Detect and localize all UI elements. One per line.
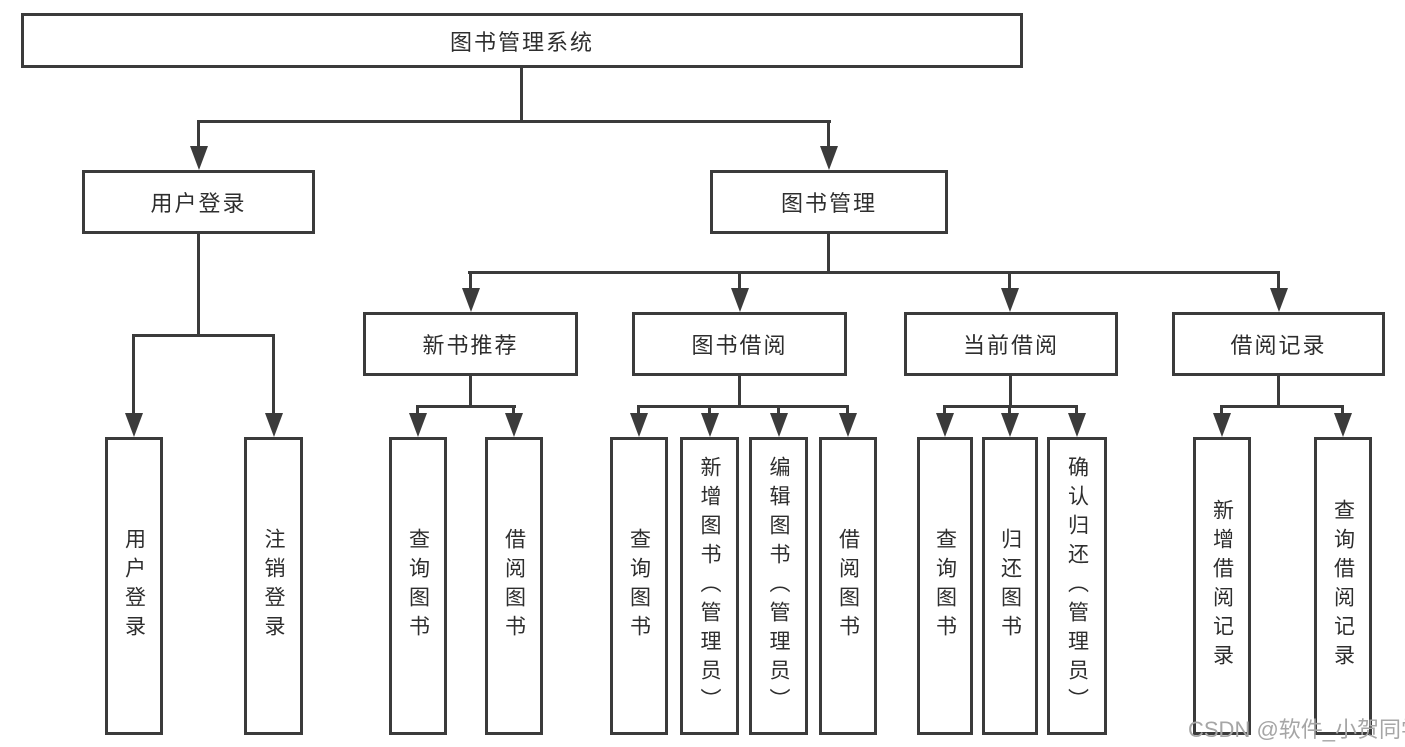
arrowhead-down-icon (190, 146, 208, 170)
connector-book-borrowing-branch (637, 405, 849, 408)
node-label: 新书推荐 (422, 333, 519, 358)
arrowhead-down-icon (731, 288, 749, 312)
node-label: 图书借阅 (691, 333, 788, 358)
leaf-borrow-books-recommend: 借阅图书 (485, 437, 543, 735)
leaf-logout: 注销登录 (244, 437, 303, 735)
arrowhead-down-icon (1001, 288, 1019, 312)
node-borrowing-records: 借阅记录 (1172, 312, 1385, 376)
leaf-label: 查询图书 (933, 528, 957, 644)
leaf-label: 新增图书（管理员） (698, 455, 721, 717)
arrowhead-down-icon (462, 288, 480, 312)
connector-arrow-stem (1277, 271, 1280, 292)
connector-arrow-stem (708, 405, 711, 417)
node-label: 当前借阅 (962, 333, 1059, 358)
connector-arrow-stem (846, 405, 849, 417)
leaf-return-books: 归还图书 (982, 437, 1038, 735)
arrowhead-down-icon (125, 413, 143, 437)
leaf-label: 借阅图书 (502, 528, 526, 644)
leaf-user-login: 用户登录 (105, 437, 163, 735)
connector-arrow-stem (1008, 405, 1011, 417)
node-label: 图书管理 (780, 191, 877, 216)
leaf-label: 查询图书 (406, 528, 430, 644)
leaf-edit-books-admin: 编辑图书（管理员） (749, 437, 808, 735)
connector-arrow-stem (738, 271, 741, 292)
connector-current-borrowing-stub (1009, 374, 1012, 408)
arrowhead-down-icon (701, 413, 719, 437)
connector-arrow-stem (1008, 271, 1011, 292)
arrowhead-down-icon (265, 413, 283, 437)
connector-root-stub (520, 68, 523, 123)
leaf-query-books-borrowing: 查询图书 (610, 437, 668, 735)
arrowhead-down-icon (1213, 413, 1231, 437)
arrowhead-down-icon (630, 413, 648, 437)
connector-new-books-stub (469, 374, 472, 408)
arrowhead-down-icon (1068, 413, 1086, 437)
leaf-query-books-recommend: 查询图书 (389, 437, 447, 735)
leaf-borrow-books-borrowing: 借阅图书 (819, 437, 877, 735)
connector-book-borrowing-stub (738, 374, 741, 408)
leaf-label: 用户登录 (122, 528, 146, 644)
connector-user-login-branch (132, 334, 275, 337)
connector-arrow-stem (1075, 405, 1078, 417)
connector-arrow-stem (512, 405, 515, 417)
connector-arrow-stem (132, 334, 135, 417)
leaf-label: 新增借阅记录 (1210, 499, 1234, 673)
node-book-borrowing: 图书借阅 (632, 312, 847, 376)
arrowhead-down-icon (1334, 413, 1352, 437)
connector-arrow-stem (416, 405, 419, 417)
connector-borrow-records-branch (1220, 405, 1344, 408)
arrowhead-down-icon (936, 413, 954, 437)
connector-borrow-records-stub (1277, 374, 1280, 408)
connector-arrow-stem (637, 405, 640, 417)
leaf-label: 归还图书 (998, 528, 1022, 644)
connector-arrow-stem (197, 120, 200, 150)
connector-arrow-stem (943, 405, 946, 417)
connector-root-branch (197, 120, 831, 123)
connector-arrow-stem (469, 271, 472, 292)
arrowhead-down-icon (770, 413, 788, 437)
csdn-watermark: CSDN @软件_小贺同学 (1188, 717, 1405, 742)
arrowhead-down-icon (409, 413, 427, 437)
arrowhead-down-icon (839, 413, 857, 437)
leaf-label: 查询借阅记录 (1331, 499, 1355, 673)
leaf-label: 借阅图书 (836, 528, 860, 644)
connector-book-mgmt-branch (468, 271, 1280, 274)
node-current-borrowing: 当前借阅 (904, 312, 1118, 376)
node-new-book-recommend: 新书推荐 (363, 312, 578, 376)
leaf-add-borrow-record: 新增借阅记录 (1193, 437, 1251, 735)
connector-arrow-stem (777, 405, 780, 417)
node-label: 借阅记录 (1230, 333, 1327, 358)
connector-arrow-stem (272, 334, 275, 417)
leaf-label: 确认归还（管理员） (1065, 455, 1089, 717)
arrowhead-down-icon (1001, 413, 1019, 437)
arrowhead-down-icon (1270, 288, 1288, 312)
leaf-query-books-current: 查询图书 (917, 437, 973, 735)
connector-book-mgmt-stub (827, 233, 830, 274)
arrowhead-down-icon (820, 146, 838, 170)
connector-arrow-stem (1341, 405, 1344, 417)
connector-arrow-stem (1220, 405, 1223, 417)
leaf-query-borrow-record: 查询借阅记录 (1314, 437, 1372, 735)
node-library-management-system: 图书管理系统 (21, 13, 1023, 68)
node-user-login: 用户登录 (82, 170, 315, 234)
connector-arrow-stem (827, 120, 830, 150)
connector-user-login-stub (197, 233, 200, 337)
leaf-label: 查询图书 (627, 528, 651, 644)
leaf-label: 注销登录 (262, 528, 285, 644)
node-book-management: 图书管理 (710, 170, 948, 234)
node-label: 用户登录 (150, 191, 247, 216)
node-label: 图书管理系统 (449, 29, 594, 55)
arrowhead-down-icon (505, 413, 523, 437)
leaf-label: 编辑图书（管理员） (767, 455, 790, 717)
leaf-add-books-admin: 新增图书（管理员） (680, 437, 739, 735)
leaf-confirm-return-admin: 确认归还（管理员） (1047, 437, 1107, 735)
connector-new-books-branch (416, 405, 516, 408)
